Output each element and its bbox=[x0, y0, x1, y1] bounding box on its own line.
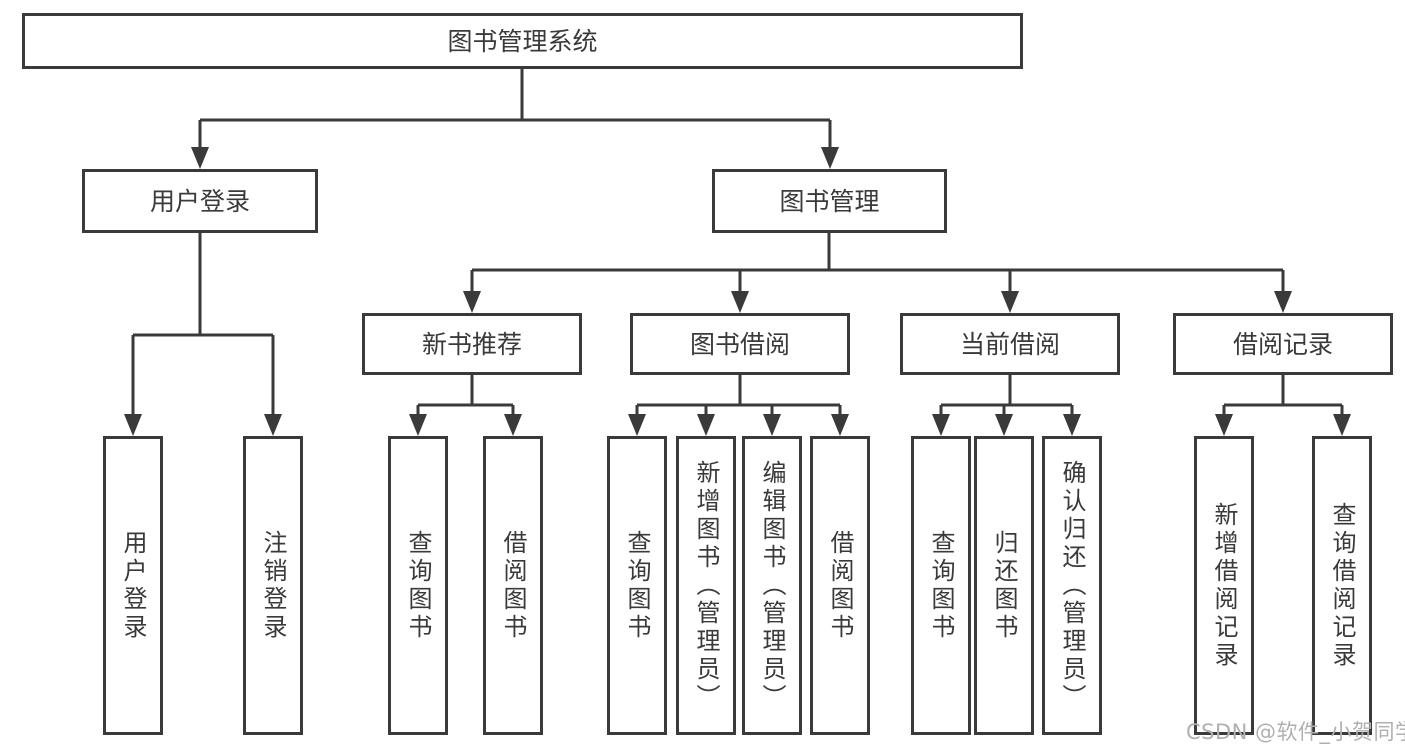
node-leaf-borrow-books-recommend: 借阅图书 bbox=[483, 436, 543, 735]
node-label: 确认归还（管理员） bbox=[1058, 459, 1086, 712]
node-label: 用户登录 bbox=[149, 186, 250, 216]
node-leaf-add-borrow-record: 新增借阅记录 bbox=[1194, 436, 1254, 735]
node-label: 编辑图书（管理员） bbox=[758, 459, 786, 712]
node-label: 查询图书 bbox=[404, 529, 432, 642]
connector-arrowheads bbox=[124, 147, 1351, 436]
node-label: 当前借阅 bbox=[959, 329, 1060, 359]
node-leaf-add-book-admin: 新增图书（管理员） bbox=[676, 436, 736, 735]
node-label: 用户登录 bbox=[119, 529, 147, 642]
node-label: 注销登录 bbox=[259, 529, 287, 642]
node-label: 借阅记录 bbox=[1232, 329, 1333, 359]
node-label: 借阅图书 bbox=[499, 529, 527, 642]
node-leaf-edit-book-admin: 编辑图书（管理员） bbox=[742, 436, 802, 735]
node-leaf-query-books-borrow: 查询图书 bbox=[607, 436, 667, 735]
node-book-borrow: 图书借阅 bbox=[630, 313, 850, 375]
node-leaf-return-book: 归还图书 bbox=[974, 436, 1034, 735]
node-library-management-system: 图书管理系统 bbox=[22, 13, 1023, 69]
node-leaf-logout: 注销登录 bbox=[243, 436, 303, 735]
node-user-login: 用户登录 bbox=[82, 169, 318, 233]
node-label: 图书管理 bbox=[779, 186, 880, 216]
node-current-borrow: 当前借阅 bbox=[900, 313, 1120, 375]
node-label: 新增借阅记录 bbox=[1210, 501, 1238, 670]
node-leaf-borrow-books: 借阅图书 bbox=[810, 436, 870, 735]
node-leaf-confirm-return-admin: 确认归还（管理员） bbox=[1042, 436, 1102, 735]
node-label: 查询图书 bbox=[623, 529, 651, 642]
node-leaf-query-books-current: 查询图书 bbox=[911, 436, 971, 735]
node-leaf-user-login: 用户登录 bbox=[103, 436, 163, 735]
node-label: 图书借阅 bbox=[689, 329, 790, 359]
node-label: 查询图书 bbox=[927, 529, 955, 642]
node-leaf-query-books-recommend: 查询图书 bbox=[388, 436, 448, 735]
node-new-book-recommend: 新书推荐 bbox=[362, 313, 582, 375]
node-label: 查询借阅记录 bbox=[1328, 501, 1356, 670]
node-label: 归还图书 bbox=[990, 529, 1018, 642]
csdn-watermark: CSDN @软件_小贺同学 bbox=[1186, 720, 1405, 744]
node-label: 新增图书（管理员） bbox=[692, 459, 720, 712]
node-borrow-records: 借阅记录 bbox=[1173, 313, 1393, 375]
node-leaf-query-borrow-record: 查询借阅记录 bbox=[1312, 436, 1372, 735]
node-label: 新书推荐 bbox=[421, 329, 522, 359]
node-label: 借阅图书 bbox=[826, 529, 854, 642]
node-book-management: 图书管理 bbox=[712, 169, 947, 233]
connector-strokes bbox=[131, 69, 1344, 420]
node-label: 图书管理系统 bbox=[447, 26, 598, 56]
